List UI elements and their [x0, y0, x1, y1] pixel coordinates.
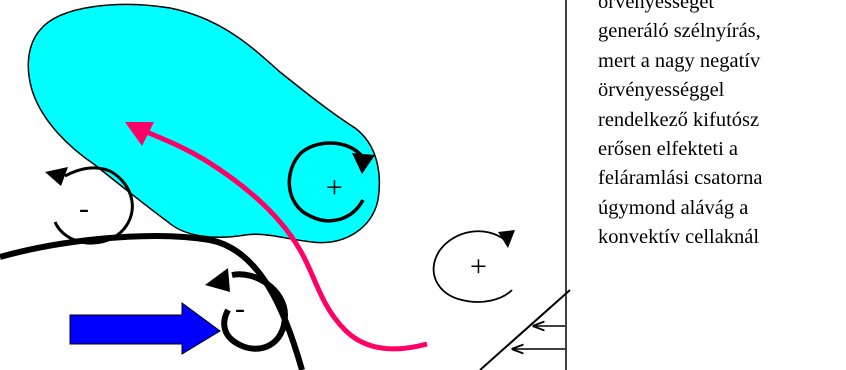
- shear-profile-line: [480, 290, 570, 370]
- vortex-right-sign: +: [470, 250, 487, 283]
- text-line: erősen elfekteti a: [598, 135, 846, 164]
- vortex-bottom-arrowhead: [205, 268, 230, 292]
- inflow-arrow: [70, 303, 220, 354]
- text-line: rendelkező kifutósz: [598, 106, 846, 135]
- text-line: örvényességet: [598, 0, 846, 17]
- vortex-bottom-sign: -: [235, 292, 245, 325]
- vortex-cyan-sign: +: [326, 171, 343, 204]
- text-line: úgymond alávág a: [598, 194, 846, 223]
- text-line: örvényességgel: [598, 76, 846, 105]
- text-line: generáló szélnyírás,: [598, 17, 846, 46]
- text-line: feláramlási csatorna: [598, 164, 846, 193]
- vortex-left-sign: -: [79, 192, 89, 225]
- text-line: mert a nagy negatív: [598, 47, 846, 76]
- explanation-text: örvényességet generáló szélnyírás, mert …: [598, 0, 846, 253]
- vortex-bottom-circle: [224, 274, 285, 349]
- text-line: konvektív cellaknál: [598, 223, 846, 252]
- vortex-right-arrowhead: [498, 230, 515, 248]
- vortex-left-arrowhead: [45, 167, 68, 186]
